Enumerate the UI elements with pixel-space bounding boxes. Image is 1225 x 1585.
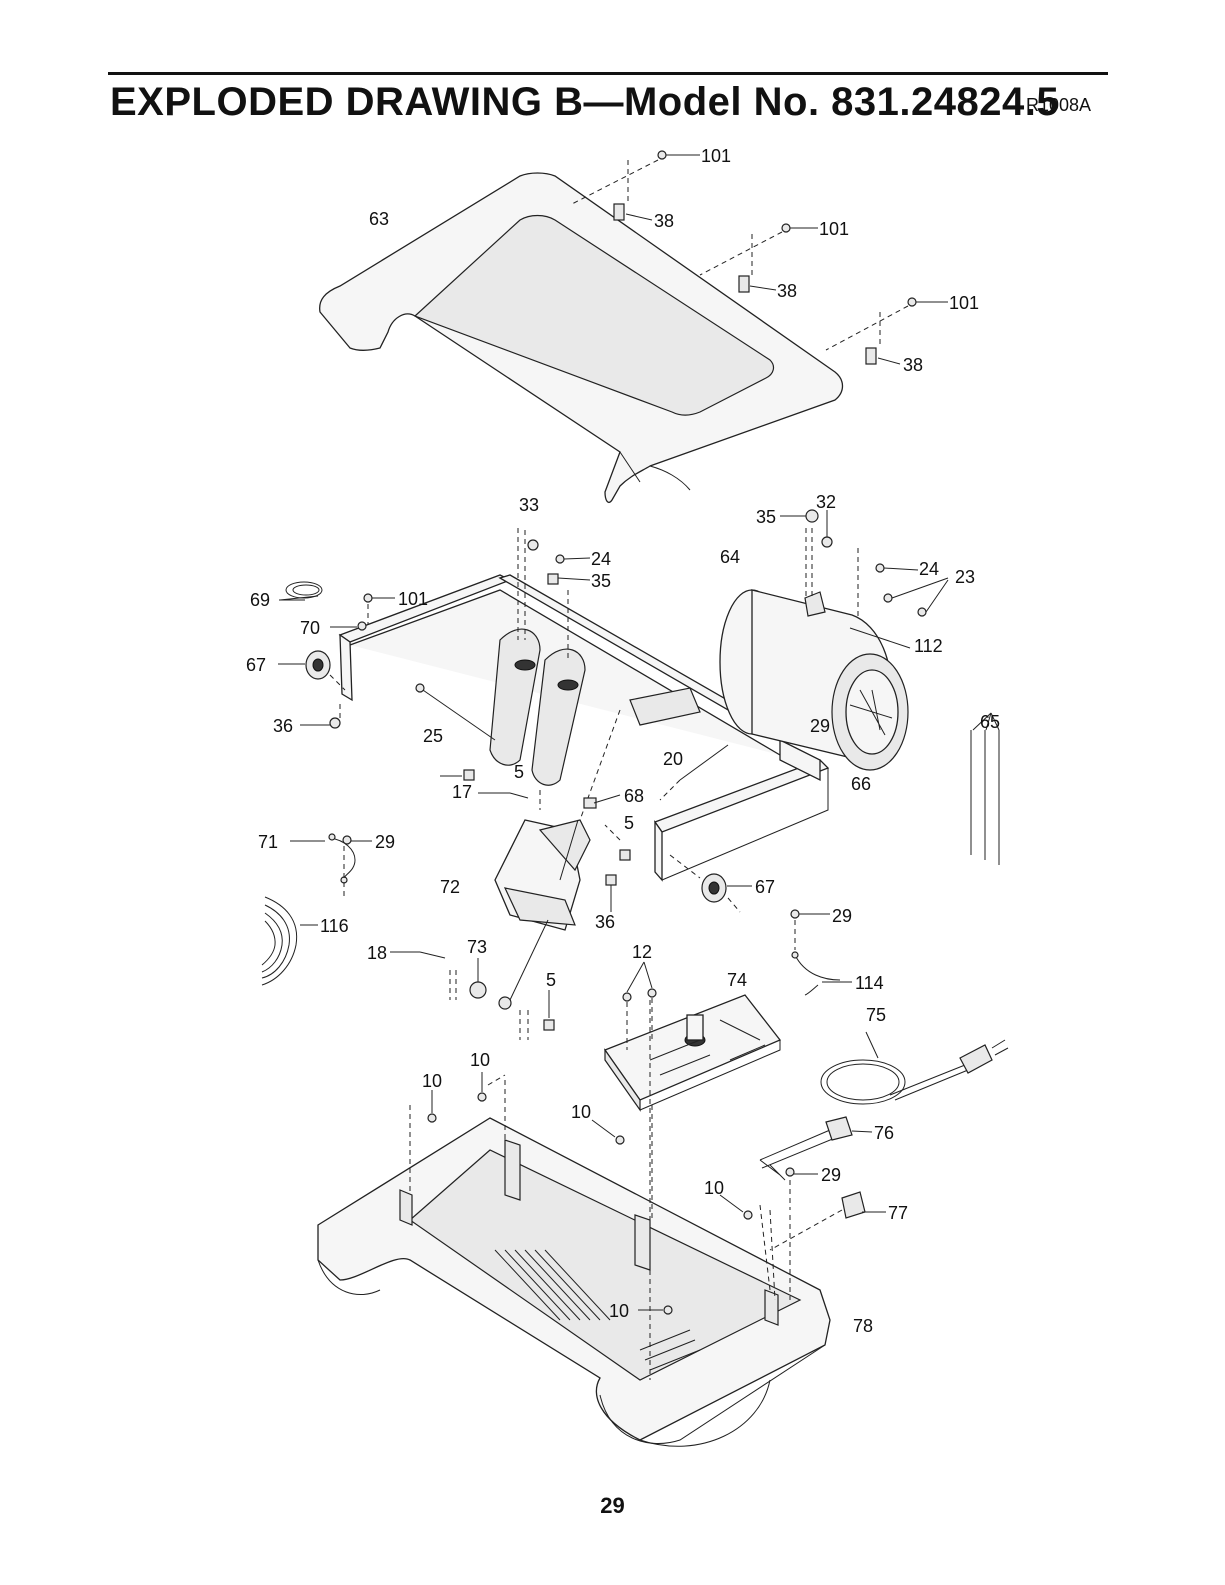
callout-5-a: 5 <box>514 762 524 782</box>
part-116-harness <box>262 897 318 985</box>
callout-29-d: 29 <box>821 1165 841 1185</box>
callout-33: 33 <box>519 495 539 515</box>
callout-38-c: 38 <box>903 355 923 375</box>
callout-29-b: 29 <box>375 832 395 852</box>
callout-69: 69 <box>250 590 270 610</box>
part-78-base-shroud <box>318 1118 830 1446</box>
callout-63: 63 <box>369 209 389 229</box>
callout-29-a: 29 <box>810 716 830 736</box>
callout-35-b: 35 <box>591 571 611 591</box>
power-cord-75 <box>821 1032 1008 1104</box>
callout-67-a: 67 <box>246 655 266 675</box>
callout-5-c: 5 <box>546 970 556 990</box>
callout-101-a: 101 <box>701 146 731 166</box>
callout-72: 72 <box>440 877 460 897</box>
callout-112: 112 <box>914 636 943 656</box>
callout-18: 18 <box>367 943 387 963</box>
right-hardware <box>670 855 852 995</box>
callout-24-b: 24 <box>919 559 939 579</box>
callout-66: 66 <box>851 774 871 794</box>
screw-101-b <box>782 224 790 232</box>
callout-10-b: 10 <box>422 1071 442 1091</box>
part-74-controller <box>605 962 780 1110</box>
callout-29-c: 29 <box>832 906 852 926</box>
callout-101-c: 101 <box>949 293 979 313</box>
callout-32: 32 <box>816 492 836 512</box>
callout-38-a: 38 <box>654 211 674 231</box>
callout-67-b: 67 <box>755 877 775 897</box>
callout-68: 68 <box>624 786 644 806</box>
callout-77: 77 <box>888 1203 908 1223</box>
callout-116: 116 <box>320 916 349 936</box>
ground-wire-71 <box>290 834 372 900</box>
callout-101-b: 101 <box>819 219 849 239</box>
callout-36-a: 36 <box>273 716 293 736</box>
switch-77 <box>770 1192 886 1250</box>
clip-38-c <box>866 348 876 364</box>
callout-74: 74 <box>727 970 747 990</box>
callout-114: 114 <box>855 973 884 993</box>
left-hardware <box>278 582 395 728</box>
callout-75: 75 <box>866 1005 886 1025</box>
callout-24-a: 24 <box>591 549 611 569</box>
callout-25: 25 <box>423 726 443 746</box>
callout-64: 64 <box>720 547 740 567</box>
callout-73: 73 <box>467 937 487 957</box>
callout-10-d: 10 <box>704 1178 724 1198</box>
screw-101-a <box>658 151 666 159</box>
callout-65: 65 <box>980 712 1000 732</box>
clip-38-b <box>739 276 749 292</box>
callout-23: 23 <box>955 567 975 587</box>
callout-17: 17 <box>452 782 472 802</box>
callout-10-c: 10 <box>571 1102 591 1122</box>
callout-78: 78 <box>853 1316 873 1336</box>
callout-5-b: 5 <box>624 813 634 833</box>
callout-10-e: 10 <box>609 1301 629 1321</box>
callout-36-b: 36 <box>595 912 615 932</box>
callout-10-a: 10 <box>470 1050 490 1070</box>
callout-76: 76 <box>874 1123 894 1143</box>
part-72-lift-motor <box>495 820 590 1009</box>
callout-71: 71 <box>258 832 278 852</box>
callout-12: 12 <box>632 942 652 962</box>
screw-101-c <box>908 298 916 306</box>
callout-35-a: 35 <box>756 507 776 527</box>
part-65-straps <box>971 713 999 865</box>
page-number: 29 <box>0 1493 1225 1519</box>
callout-101-d: 101 <box>398 589 428 609</box>
callout-38-b: 38 <box>777 281 797 301</box>
part-63-motor-hood <box>320 173 843 502</box>
callout-20: 20 <box>663 749 683 769</box>
callout-70: 70 <box>300 618 320 638</box>
clip-38-a <box>614 204 624 220</box>
